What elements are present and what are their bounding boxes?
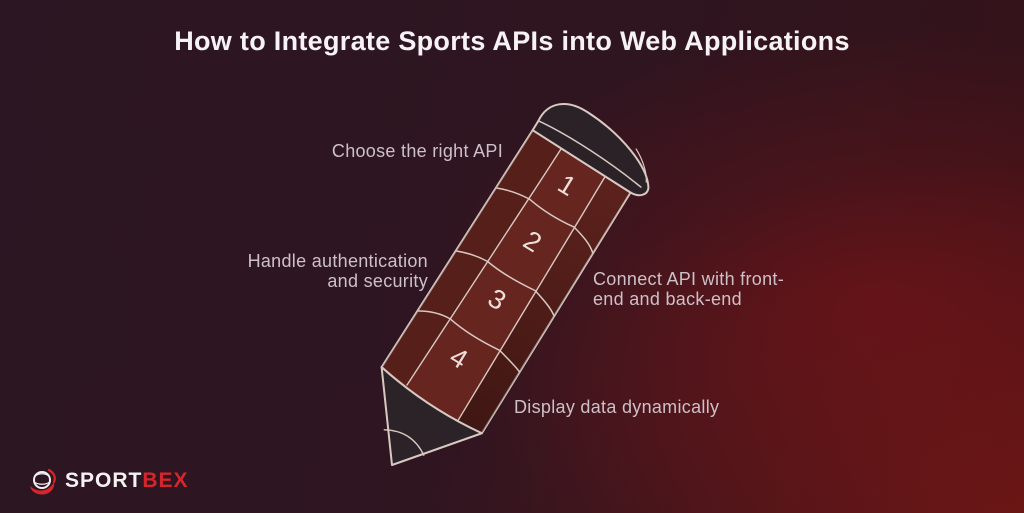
step-label-authentication: Handle authentication and security: [248, 251, 428, 291]
brand-logo: SPORTBEX: [26, 465, 189, 497]
step-label-connect-api: Connect API with front- end and back-end: [593, 269, 784, 309]
pencil-right-facet: [458, 176, 631, 434]
pencil-tip: [380, 366, 483, 466]
step-label-line: Choose the right API: [331, 141, 503, 161]
pencil-tip-arc: [383, 429, 425, 456]
pencil-eraser: [531, 103, 650, 197]
step-label-choose-api: Choose the right API: [332, 141, 503, 161]
globe-swoosh-icon: [30, 468, 56, 495]
brand-name-primary: SPORT: [65, 469, 143, 492]
step-label-line: end and back-end: [593, 289, 742, 309]
step-label-line: Handle authentication: [247, 251, 428, 271]
step-label-display-data: Display data dynamically: [514, 397, 719, 417]
step-label-line: Connect API with front-: [593, 269, 784, 289]
segment-divider-1-2: [496, 187, 594, 254]
page-title: How to Integrate Sports APIs into Web Ap…: [174, 26, 850, 56]
brand-name: SPORTBEX: [65, 469, 189, 493]
segment-divider-2-3: [455, 250, 555, 317]
brand-name-secondary: BEX: [142, 469, 189, 492]
segment-divider-3-4: [417, 310, 521, 373]
pencil-facet-line-right: [457, 175, 606, 422]
step-label-line: and security: [327, 271, 428, 291]
pencil-cap-crease: [635, 148, 647, 183]
pencil-facet-line-left: [406, 147, 563, 386]
pencil-ferrule-line: [537, 120, 642, 188]
step-label-line: Display data dynamically: [514, 397, 720, 417]
